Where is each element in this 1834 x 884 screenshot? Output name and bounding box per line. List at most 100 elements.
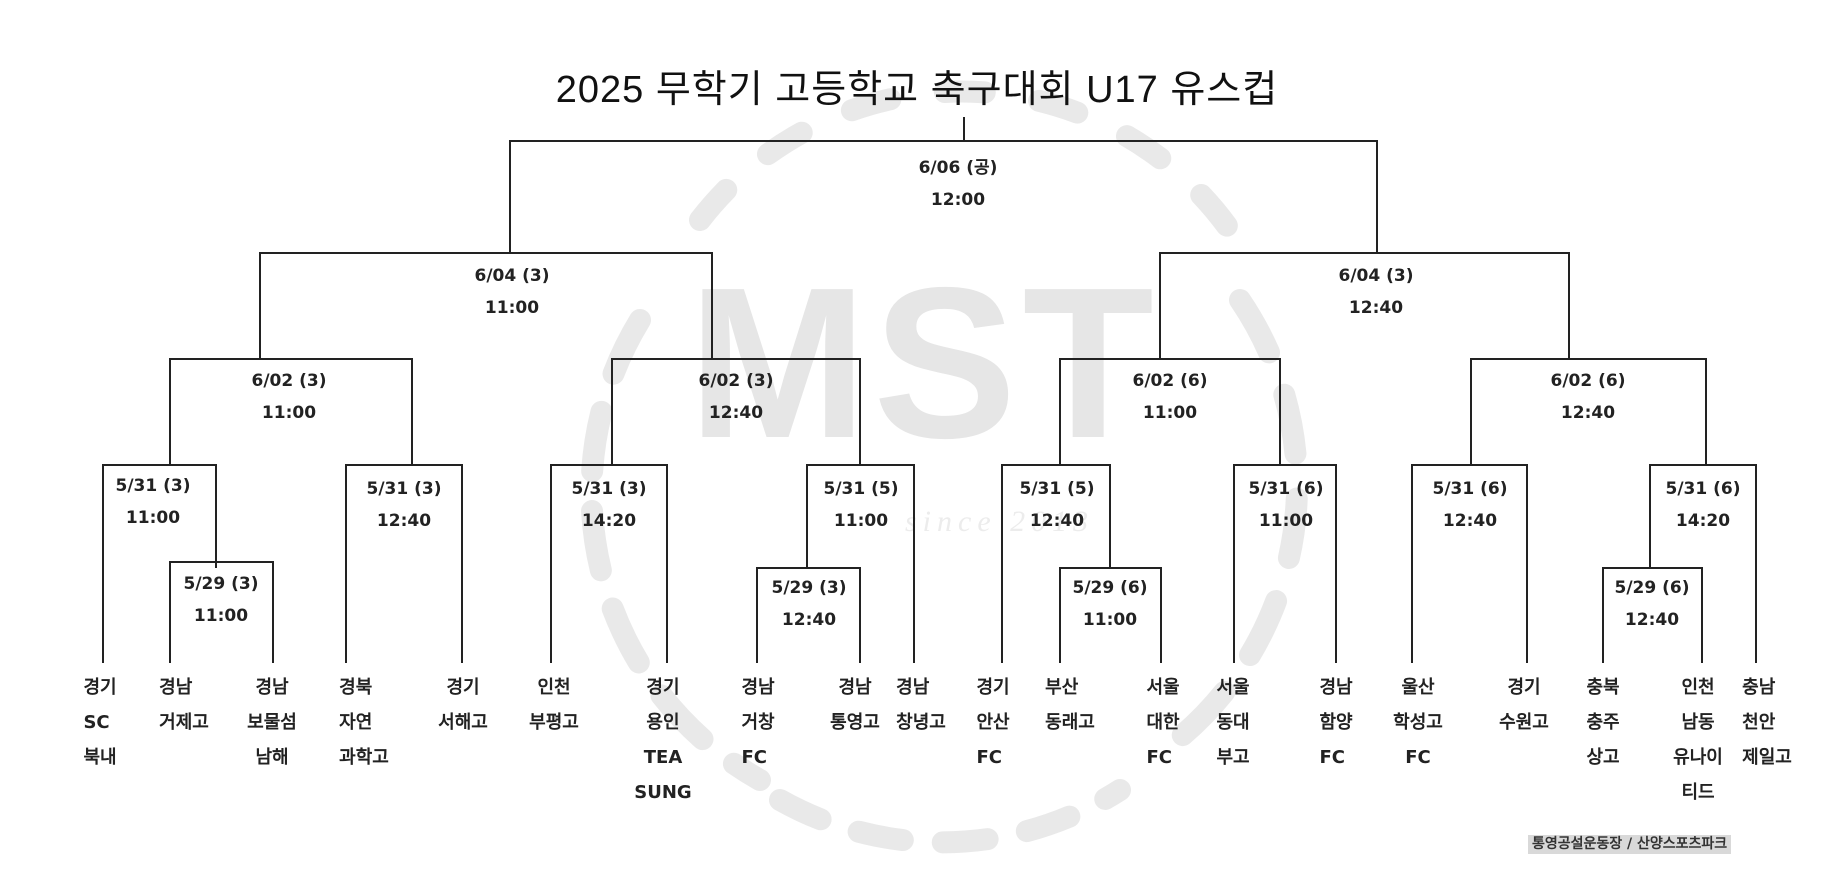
team-name-line: 학성고 — [1393, 712, 1443, 733]
team-name-line: 부평고 — [529, 712, 579, 733]
match-time: 12:40 — [376, 511, 432, 531]
team-name-line: 동대 — [1216, 712, 1250, 733]
match-time: 11:00 — [193, 606, 249, 626]
match-date: 5/29 (6) — [1072, 578, 1148, 598]
team-entry: 인천 남동 유나이 티드 — [1673, 670, 1723, 810]
match-date: 6/04 (3) — [1338, 266, 1414, 286]
team-region: 경기 — [646, 677, 680, 698]
team-name-line: 충주 — [1586, 712, 1620, 733]
match-semifinal-1: 6/04 (3) 11:00 — [475, 260, 550, 324]
match-time: 12:40 — [708, 403, 764, 423]
match-time: 12:00 — [930, 190, 986, 210]
match-date: 5/31 (5) — [1019, 479, 1095, 499]
team-name-line: 상고 — [1586, 747, 1620, 768]
team-name-line: 자연 — [339, 712, 373, 733]
match-round16-6: 5/31 (6) 11:00 — [1249, 473, 1324, 537]
match-round16-4: 5/31 (5) 11:00 — [824, 473, 899, 537]
team-name-line: 북내 — [83, 747, 117, 768]
team-name-line: 용인 — [646, 712, 680, 733]
team-region: 경기 — [446, 677, 480, 698]
match-time: 12:40 — [1560, 403, 1616, 423]
team-name-line: 유나이 — [1673, 747, 1723, 768]
match-round16-5: 5/31 (5) 12:40 — [1020, 473, 1095, 537]
team-name-line: 과학고 — [339, 747, 389, 768]
match-quarterfinal-4: 6/02 (6) 12:40 — [1551, 365, 1626, 429]
match-date: 5/29 (3) — [771, 578, 847, 598]
team-name-line: FC — [741, 747, 767, 768]
team-name-line: 수원고 — [1499, 712, 1549, 733]
team-name-line: 거제고 — [159, 712, 209, 733]
team-entry: 경남 함양 FC — [1319, 670, 1352, 775]
team-entry: 울산 학성고 FC — [1393, 670, 1443, 775]
team-name-line: 안산 — [976, 712, 1010, 733]
team-region: 충북 — [1586, 677, 1620, 698]
team-entry: 충남 천안 제일고 — [1742, 670, 1792, 775]
team-name-line: 남해 — [255, 747, 289, 768]
match-time: 11:00 — [1082, 610, 1138, 630]
team-region: 서울 — [1216, 677, 1250, 698]
match-round32-1: 5/29 (3) 11:00 — [184, 568, 259, 632]
match-quarterfinal-1: 6/02 (3) 11:00 — [252, 365, 327, 429]
team-entry: 경남 보물섬 남해 — [247, 670, 297, 775]
team-name-line: 부고 — [1216, 747, 1250, 768]
match-date: 6/02 (3) — [698, 371, 774, 391]
match-time: 12:40 — [1029, 511, 1085, 531]
team-name-line: FC — [1405, 747, 1431, 768]
team-entry: 충북 충주 상고 — [1586, 670, 1619, 775]
team-name-line: 창녕고 — [896, 712, 946, 733]
team-entry: 경남 거제고 — [159, 670, 209, 740]
team-entry: 경남 거창 FC — [741, 670, 774, 775]
team-region: 경기 — [83, 677, 117, 698]
team-entry: 경기 SC 북내 — [83, 670, 116, 775]
match-date: 5/31 (5) — [823, 479, 899, 499]
match-time: 12:40 — [781, 610, 837, 630]
team-region: 인천 — [537, 677, 571, 698]
team-entry: 경남 통영고 — [830, 670, 880, 740]
match-date: 6/02 (6) — [1550, 371, 1626, 391]
match-round16-7: 5/31 (6) 12:40 — [1433, 473, 1508, 537]
match-date: 5/29 (3) — [183, 574, 259, 594]
venue-footer: 통영공설운동장 / 산양스포츠파크 — [1528, 835, 1732, 854]
match-time: 12:40 — [1348, 298, 1404, 318]
match-date: 5/31 (3) — [115, 476, 191, 496]
match-round32-4: 5/29 (6) 12:40 — [1615, 572, 1690, 636]
team-region: 경남 — [741, 677, 775, 698]
team-region: 경남 — [255, 677, 289, 698]
team-name-line: FC — [1319, 747, 1345, 768]
match-date: 5/31 (6) — [1432, 479, 1508, 499]
team-region: 경남 — [159, 677, 193, 698]
match-date: 6/02 (3) — [251, 371, 327, 391]
team-entry: 부산 동래고 — [1045, 670, 1095, 740]
team-name-line: 서해고 — [438, 712, 488, 733]
team-region: 경기 — [976, 677, 1010, 698]
team-name-line: 천안 — [1742, 712, 1776, 733]
match-time: 12:40 — [1442, 511, 1498, 531]
team-region: 경북 — [339, 677, 373, 698]
match-quarterfinal-2: 6/02 (3) 12:40 — [699, 365, 774, 429]
team-entry: 경기 수원고 — [1499, 670, 1549, 740]
team-region: 서울 — [1146, 677, 1180, 698]
match-date: 6/02 (6) — [1132, 371, 1208, 391]
match-date: 5/31 (6) — [1665, 479, 1741, 499]
team-name-line: 함양 — [1319, 712, 1353, 733]
match-round16-8: 5/31 (6) 14:20 — [1666, 473, 1741, 537]
team-entry: 경기 용인 TEA SUNG — [634, 670, 691, 810]
match-round16-1: 5/31 (3) 11:00 — [116, 470, 191, 534]
team-entry: 경기 서해고 — [438, 670, 488, 740]
team-entry: 경남 창녕고 — [896, 670, 946, 740]
team-region: 인천 — [1681, 677, 1715, 698]
team-region: 경남 — [838, 677, 872, 698]
team-name-line: SUNG — [634, 782, 692, 803]
match-time: 14:20 — [1675, 511, 1731, 531]
team-entry: 서울 대한 FC — [1146, 670, 1179, 775]
team-entry: 경북 자연 과학고 — [339, 670, 389, 775]
match-round32-3: 5/29 (6) 11:00 — [1073, 572, 1148, 636]
team-name-line: TEA — [643, 747, 683, 768]
match-final: 6/06 (공) 12:00 — [919, 152, 998, 216]
match-time: 12:40 — [1624, 610, 1680, 630]
team-name-line: 티드 — [1681, 782, 1715, 803]
team-name-line: SC — [83, 712, 110, 733]
team-name-line: 통영고 — [830, 712, 880, 733]
match-time: 11:00 — [125, 508, 181, 528]
